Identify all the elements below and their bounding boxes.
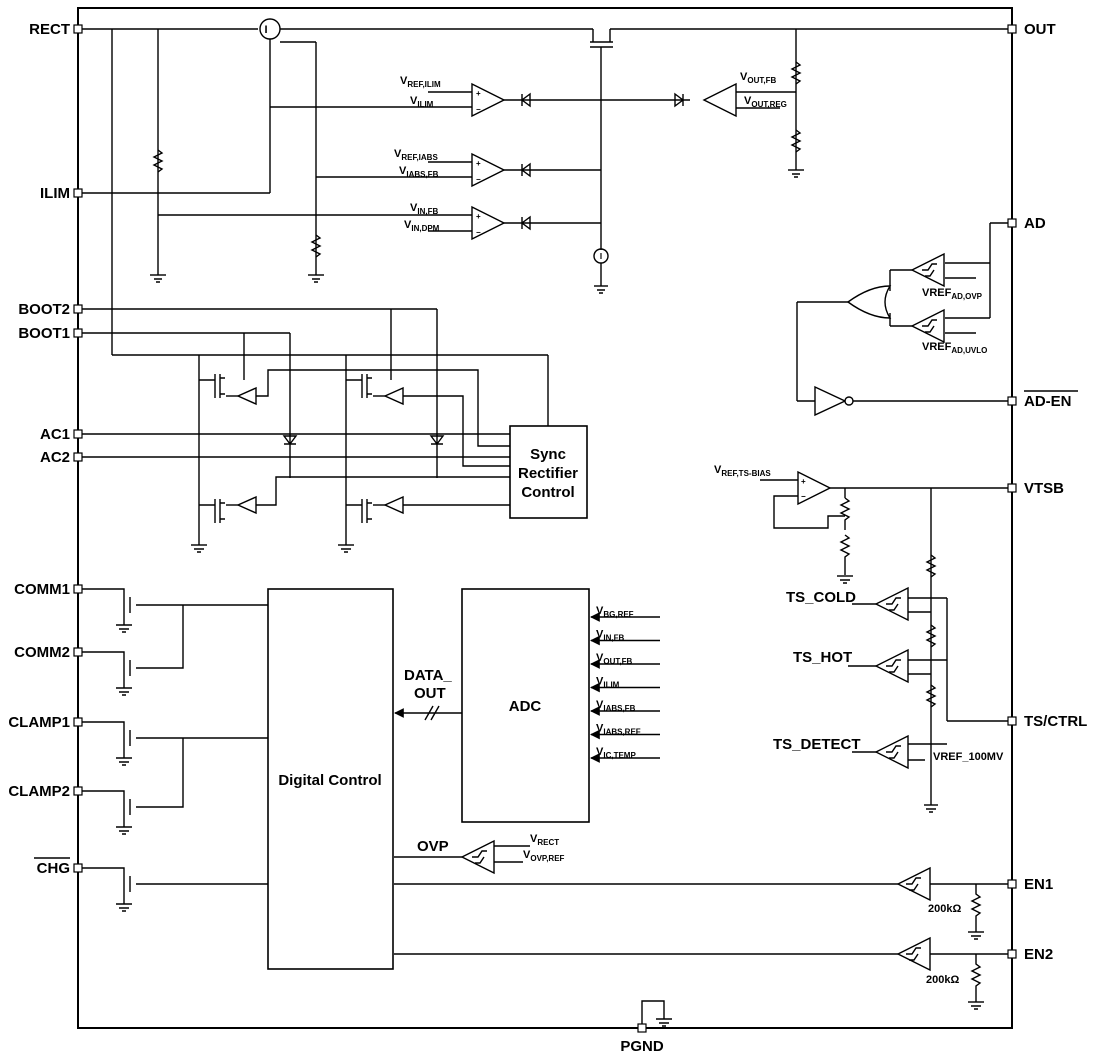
pin-ilim: ILIM bbox=[40, 185, 70, 202]
ad-detect-wiring bbox=[796, 222, 1008, 417]
adc-label: ADC bbox=[509, 698, 542, 715]
pin-comm1: COMM1 bbox=[14, 581, 70, 598]
label-vref-100mv: VREF_100MV bbox=[933, 751, 1004, 763]
pin-en2: EN2 bbox=[1024, 946, 1053, 963]
svg-text:+: + bbox=[476, 89, 481, 98]
svg-text:−: − bbox=[476, 105, 481, 114]
svg-text:−: − bbox=[476, 175, 481, 184]
pin-ad: AD bbox=[1024, 215, 1046, 232]
svg-text:+: + bbox=[801, 477, 806, 486]
pin-comm2: COMM2 bbox=[14, 644, 70, 661]
ts-bias-wiring: +− bbox=[760, 471, 1008, 813]
pin-ac2: AC2 bbox=[40, 449, 70, 466]
label-vilim: VILIM bbox=[410, 95, 434, 109]
power-path-wiring: + − + − + − bbox=[82, 18, 1008, 355]
label-data-out-2: OUT bbox=[414, 685, 446, 702]
pin-rect: RECT bbox=[29, 21, 70, 38]
label-ovp: OVP bbox=[417, 838, 449, 855]
pin-boot2: BOOT2 bbox=[18, 301, 70, 318]
ovp-wiring bbox=[394, 840, 530, 874]
label-res-200k-2: 200kΩ bbox=[926, 974, 959, 986]
label-vout-reg: VOUT,REG bbox=[744, 95, 787, 109]
sync-rectifier-control-block bbox=[509, 425, 588, 519]
label-vin-dpm: VIN,DPM bbox=[404, 219, 440, 233]
label-vref-ilim: VREF,ILIM bbox=[400, 75, 441, 89]
pin-out: OUT bbox=[1024, 21, 1056, 38]
label-ts-cold: TS_COLD bbox=[786, 589, 856, 606]
adc-input-label: VIABS,FB bbox=[596, 699, 636, 713]
current-sense-icon bbox=[259, 18, 281, 40]
sync-rectifier-wiring bbox=[82, 308, 549, 553]
label-viabs-fb: VIABS,FB bbox=[399, 165, 439, 179]
pgnd-ground bbox=[641, 1000, 672, 1027]
adc-input-label: VILIM bbox=[596, 676, 620, 690]
svg-text:−: − bbox=[476, 228, 481, 237]
label-vout-fb: VOUT,FB bbox=[740, 71, 776, 85]
label-v-ovp-ref: VOVP,REF bbox=[523, 849, 565, 863]
pin-ad-en: AD-EN bbox=[1024, 393, 1072, 410]
open-drain-outputs bbox=[82, 588, 268, 912]
svg-text:−: − bbox=[801, 492, 806, 501]
svg-text:+: + bbox=[476, 212, 481, 221]
label-v-rect: VRECT bbox=[530, 833, 559, 847]
digital-control-block bbox=[267, 588, 394, 970]
adc-input-label: VIABS,REF bbox=[596, 723, 641, 737]
label-vref-ad-ovp: VREFAD,OVP bbox=[922, 287, 983, 301]
label-current-sense: I bbox=[264, 24, 267, 36]
pin-en1: EN1 bbox=[1024, 876, 1053, 893]
adc-input-label: VOUT,FB bbox=[596, 652, 632, 666]
pin-markers bbox=[73, 24, 1017, 1033]
chip-outline bbox=[77, 7, 1013, 1029]
sync-label-2: Rectifier bbox=[518, 465, 578, 482]
sync-label-1: Sync bbox=[530, 446, 566, 463]
adc-input-label: VBG,REF bbox=[596, 605, 634, 619]
pin-clamp1: CLAMP1 bbox=[8, 714, 70, 731]
label-res-200k-1: 200kΩ bbox=[928, 903, 961, 915]
pin-ac1: AC1 bbox=[40, 426, 70, 443]
label-current-source: I bbox=[600, 252, 602, 261]
adc-input-list: VBG,REF VIN,FB VOUT,FB VILIM VIABS,FB VIABS,R… bbox=[590, 605, 660, 763]
label-ts-hot: TS_HOT bbox=[793, 649, 852, 666]
sync-label-3: Control bbox=[521, 484, 574, 501]
enable-inputs-wiring bbox=[394, 867, 1008, 1010]
label-data-out-1: DATA_ bbox=[404, 667, 452, 684]
pin-vtsb: VTSB bbox=[1024, 480, 1064, 497]
adc-block bbox=[461, 588, 590, 823]
pin-chg: CHG bbox=[37, 860, 70, 877]
label-vref-ad-uvlo: VREFAD,UVLO bbox=[922, 341, 987, 355]
adc-input-label: VIC,TEMP bbox=[596, 746, 636, 760]
label-ts-detect: TS_DETECT bbox=[773, 736, 861, 753]
svg-text:+: + bbox=[476, 159, 481, 168]
pin-boot1: BOOT1 bbox=[18, 325, 70, 342]
data-out-bus bbox=[394, 705, 462, 721]
label-vin-fb: VIN,FB bbox=[410, 202, 438, 216]
pin-pgnd: PGND bbox=[620, 1038, 664, 1055]
adc-input-label: VIN,FB bbox=[596, 629, 624, 643]
label-vref-iabs: VREF,IABS bbox=[394, 148, 438, 162]
digital-control-label: Digital Control bbox=[278, 772, 381, 789]
pin-ts-ctrl: TS/CTRL bbox=[1024, 713, 1087, 730]
pin-clamp2: CLAMP2 bbox=[8, 783, 70, 800]
label-vref-ts-bias: VREF,TS-BIAS bbox=[714, 464, 771, 478]
